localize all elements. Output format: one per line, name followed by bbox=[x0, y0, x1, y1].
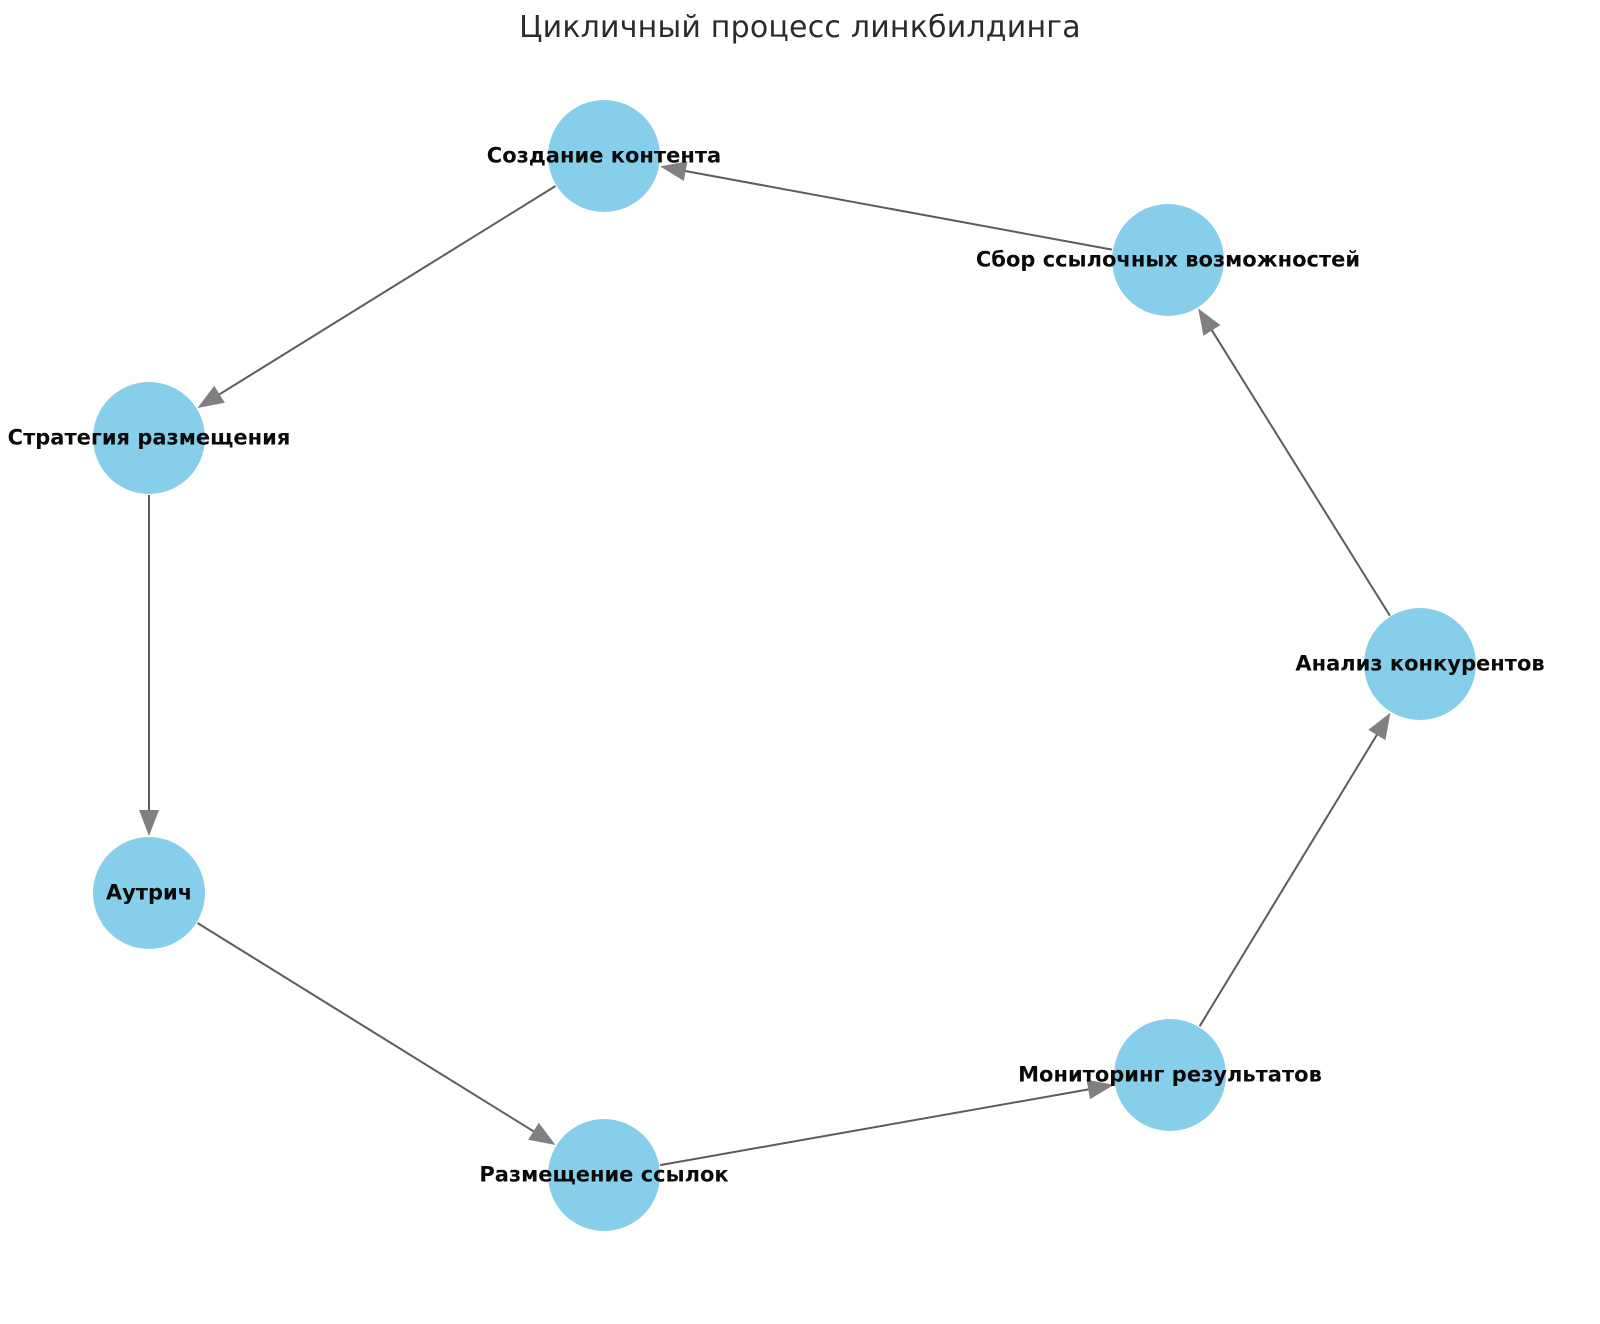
node-placement[interactable] bbox=[548, 1119, 660, 1231]
edge-line bbox=[196, 922, 540, 1136]
arrow-head-icon bbox=[1368, 712, 1391, 741]
edge-line bbox=[679, 168, 1113, 251]
arrow-head-icon bbox=[1198, 308, 1221, 336]
arrow-head-icon bbox=[197, 385, 225, 408]
page-title: Цикличный процесс линкбилдинга bbox=[519, 10, 1081, 45]
edge-line bbox=[1207, 324, 1391, 617]
node-collect[interactable] bbox=[1112, 204, 1224, 316]
arrow-head-icon bbox=[660, 161, 688, 181]
edge-line bbox=[213, 185, 557, 399]
arrow-head-icon bbox=[139, 810, 159, 836]
arrow-head-icon bbox=[528, 1122, 556, 1145]
edge-line bbox=[659, 1087, 1095, 1167]
node-outreach[interactable] bbox=[93, 837, 205, 949]
node-strategy[interactable] bbox=[93, 382, 205, 494]
arrow-head-icon bbox=[1086, 1079, 1114, 1100]
edge-line bbox=[1198, 729, 1381, 1027]
nodes-group bbox=[93, 100, 1476, 1231]
node-monitoring[interactable] bbox=[1114, 1019, 1226, 1131]
edges-group bbox=[139, 161, 1391, 1167]
node-competitors[interactable] bbox=[1364, 608, 1476, 720]
node-content[interactable] bbox=[548, 100, 660, 212]
